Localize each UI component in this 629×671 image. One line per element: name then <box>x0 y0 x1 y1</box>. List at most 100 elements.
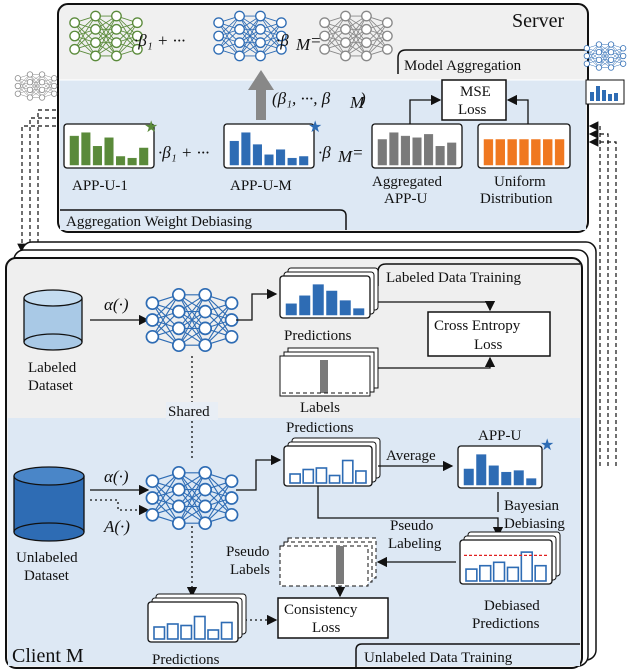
network-node <box>171 304 186 319</box>
histogram-bar <box>435 146 445 166</box>
average-label: Average <box>386 448 436 464</box>
network-node <box>131 43 143 55</box>
histogram-bar <box>81 132 91 166</box>
network-node <box>361 37 372 49</box>
uniform-label-1: Uniform <box>494 174 546 190</box>
network-node <box>595 56 603 63</box>
network-node <box>381 43 393 55</box>
network-node <box>255 50 266 62</box>
network-node <box>255 10 266 22</box>
unlabeled-data-training-label: Unlabeled Data Training <box>364 650 513 666</box>
labeled-data-training-label: Labeled Data Training <box>386 270 521 286</box>
labeled-dataset-cylinder <box>23 289 83 351</box>
histogram-bar <box>69 135 79 166</box>
formula-betaM-top: ·β <box>276 31 289 50</box>
gray-network-icon <box>319 10 393 62</box>
histogram-bar <box>326 290 338 316</box>
network-node <box>171 482 186 497</box>
arrow-pred-to-ce <box>378 300 496 312</box>
histogram-bar <box>353 308 365 316</box>
arrow-uni-to-mse <box>506 94 529 124</box>
network-node <box>620 60 627 67</box>
histogram-bar <box>377 139 387 166</box>
histogram-bar <box>488 465 499 486</box>
network-node <box>145 296 160 311</box>
network-node <box>90 50 101 62</box>
histogram-bar <box>389 132 399 166</box>
network-node <box>198 516 213 531</box>
network-node <box>198 304 213 319</box>
histogram-bar <box>424 134 434 166</box>
unlabeled-dataset-label-1: Unlabeled <box>16 550 78 566</box>
network-node <box>224 313 239 327</box>
predictions-top-label: Predictions <box>284 328 352 344</box>
cross-entropy-label-2: Loss <box>474 337 503 353</box>
network-node <box>198 465 213 480</box>
histogram-bar <box>519 139 529 166</box>
network-node <box>145 313 160 327</box>
network-node <box>275 30 287 42</box>
right-dashed-connectors <box>588 121 617 466</box>
uniform-label-2: Distribution <box>480 191 553 207</box>
network-node <box>620 52 627 60</box>
app-u-m-label: APP-U-M <box>230 178 292 194</box>
mse-label-2: Loss <box>458 102 487 118</box>
pseudo-labeling-label-2: Labeling <box>388 536 442 552</box>
histogram-bar <box>534 564 547 582</box>
arrow-net-to-pred-top <box>236 288 278 321</box>
network-node <box>607 56 615 63</box>
histogram-bar <box>483 139 494 166</box>
model-aggregation-tab: Model Aggregation <box>397 49 586 74</box>
labeled-dataset-label-1: Labeled <box>28 360 77 376</box>
blue-star-icon: ★ <box>308 117 322 136</box>
histogram-bar <box>543 139 553 166</box>
arrow-labels-to-ce <box>378 356 496 369</box>
network-node <box>90 10 101 22</box>
histogram-bar <box>501 471 512 486</box>
app-u-m-histogram <box>223 123 315 169</box>
unlabeled-dataset-label-2: Dataset <box>24 568 70 584</box>
app-u-1-label: APP-U-1 <box>72 178 128 194</box>
histogram-bar <box>506 566 520 582</box>
network-node <box>361 50 372 62</box>
network-node <box>319 30 331 42</box>
network-node <box>26 94 34 101</box>
network-node <box>51 90 58 97</box>
green-star-icon: ★ <box>144 117 158 136</box>
mse-label-1: MSE <box>460 84 491 100</box>
weak-aug-label-bottom: α(·) <box>104 467 129 486</box>
shared-label: Shared <box>168 404 210 420</box>
weights-up-arrow <box>248 70 274 120</box>
histogram-bar <box>241 132 251 166</box>
pseudo-labeling-label-1: Pseudo <box>390 518 433 534</box>
network-node <box>224 296 239 311</box>
histogram-bar <box>355 470 367 484</box>
cross-entropy-loss-box <box>427 311 551 357</box>
histogram-bar <box>299 156 309 166</box>
network-node <box>145 491 160 505</box>
network-node <box>145 507 160 522</box>
network-node <box>90 37 101 49</box>
network-node <box>607 64 615 71</box>
network-node <box>69 30 81 42</box>
predictions-mid-label: Predictions <box>286 420 354 436</box>
histogram-bar <box>463 468 474 486</box>
network-node <box>319 43 331 55</box>
network-node <box>340 10 351 22</box>
histogram-bar <box>513 470 524 486</box>
network-node <box>381 30 393 42</box>
network-node <box>26 79 34 86</box>
network-node <box>38 86 46 93</box>
network-node <box>361 10 372 22</box>
formula-eq-mid: = <box>352 143 363 162</box>
network-node <box>111 23 122 35</box>
mse-loss-box <box>441 79 507 121</box>
network-node <box>213 43 225 55</box>
network-node <box>213 17 225 29</box>
network-node <box>14 75 21 82</box>
app-u-star-icon: ★ <box>540 435 554 454</box>
network-node <box>319 17 331 29</box>
histogram-bar <box>554 139 565 166</box>
histogram-bar <box>479 564 492 582</box>
